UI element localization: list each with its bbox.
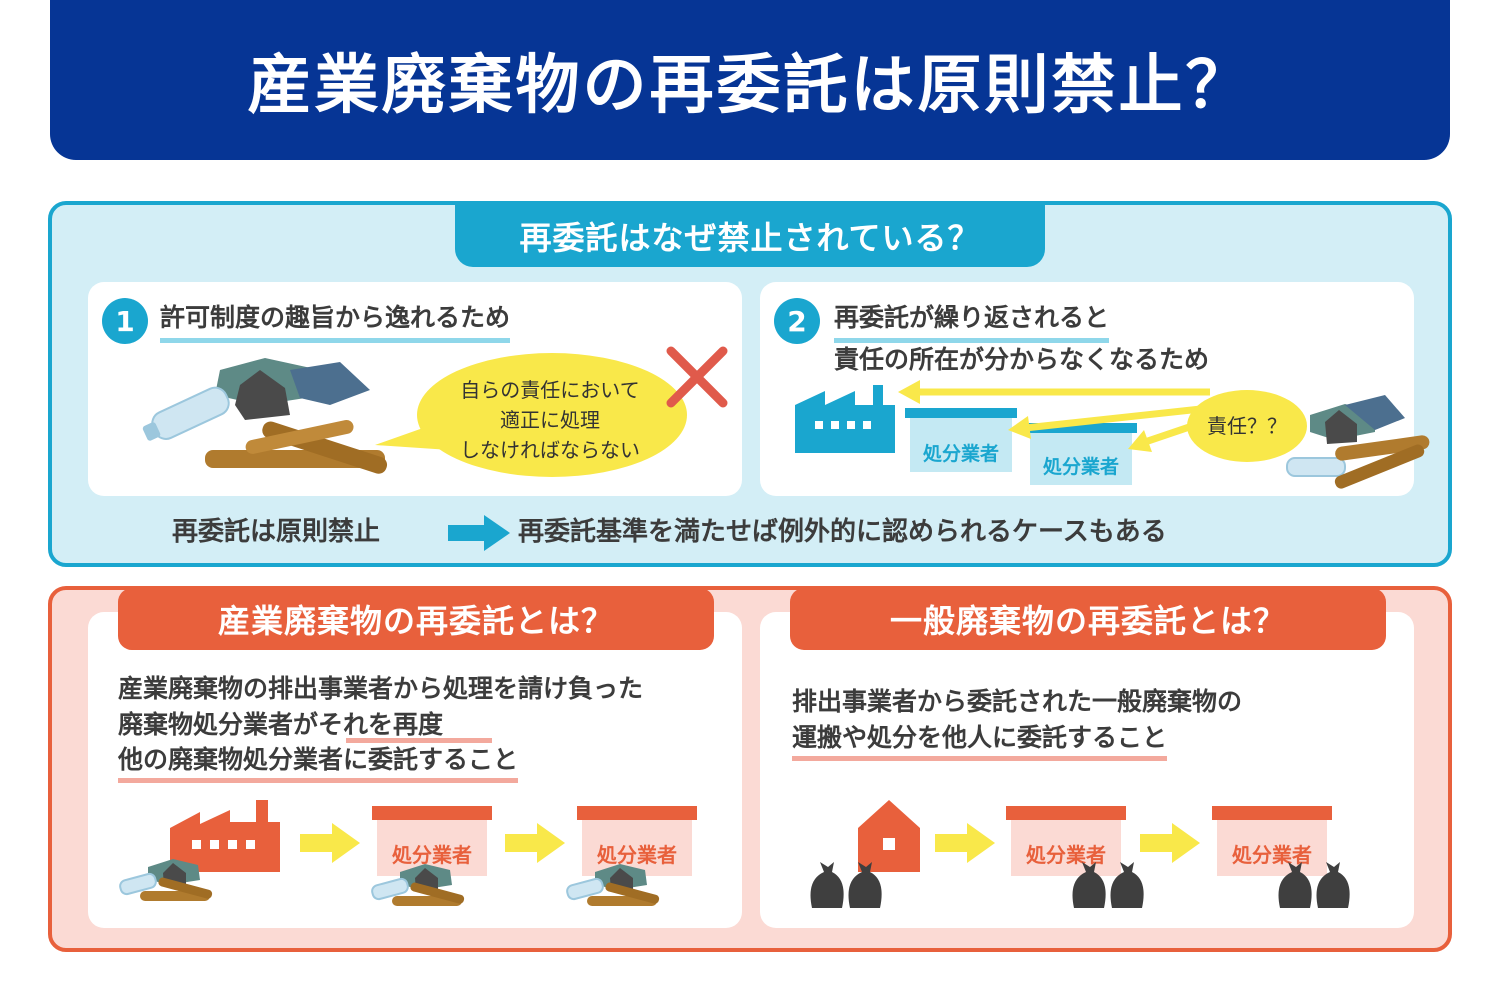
reason2-number: 2 <box>774 298 820 344</box>
title-banner: 産業廃棄物の再委託は原則禁止？ <box>50 0 1450 160</box>
industrial-line1: 産業廃棄物の排出事業者から処理を請け負った <box>118 674 644 703</box>
garbage-bag-icon <box>1278 862 1350 908</box>
factory-icon <box>795 385 895 453</box>
vendor-roof <box>372 806 492 820</box>
vendor-box: 処分業者 <box>582 820 692 876</box>
conclusion-left: 再委託は原則禁止 <box>172 517 381 547</box>
factory-icon <box>170 800 280 872</box>
arrow-right-icon <box>505 823 565 863</box>
vendor-box: 処分業者 <box>1217 820 1327 876</box>
industrial-line2: 廃棄物処分業者がそれを再度 <box>118 710 444 739</box>
waste-pile-icon <box>119 859 213 901</box>
speech-bubble <box>375 353 687 477</box>
vendor-roof <box>577 806 697 820</box>
general-line2: 運搬や処分を他人に委託すること <box>792 720 1168 761</box>
general-heading: 一般廃棄物の再委託とは？ <box>889 602 1286 640</box>
bubble-text: 自らの責任において 適正に処理 しなければならない <box>460 378 640 462</box>
industrial-heading-tab: 産業廃棄物の再委託とは？ <box>118 588 714 650</box>
waste-pile-icon <box>142 358 388 474</box>
vendor-roof <box>1006 806 1126 820</box>
cross-mark-icon <box>666 346 728 408</box>
garbage-bag-icon <box>810 862 882 908</box>
arrow-right-icon <box>898 380 1212 452</box>
waste-pile-icon <box>566 864 660 906</box>
vendor-box: 処分業者 <box>1030 433 1132 485</box>
why-heading-tab: 再委託はなぜ禁止されている？ <box>455 205 1045 267</box>
waste-pile-icon <box>371 864 465 906</box>
why-heading: 再委託はなぜ禁止されている？ <box>519 219 981 257</box>
vendor-roof <box>1025 423 1137 433</box>
reason2-line2: 責任の所在が分からなくなるため <box>834 345 1210 374</box>
conclusion-right: 再委託基準を満たせば例外的に認められるケースもある <box>518 517 1167 547</box>
underline-mark <box>346 738 492 743</box>
question-bubble <box>1187 390 1307 462</box>
industrial-heading: 産業廃棄物の再委託とは？ <box>217 602 614 640</box>
vendor-box: 処分業者 <box>377 820 487 876</box>
vendor-box: 処分業者 <box>910 418 1012 472</box>
reason2-line1: 再委託が繰り返されると <box>834 298 1110 343</box>
house-icon <box>858 800 920 872</box>
reason1-text: 許可制度の趣旨から逸れるため <box>160 298 511 343</box>
arrow-right-icon <box>1140 823 1200 863</box>
general-heading-tab: 一般廃棄物の再委託とは？ <box>790 588 1386 650</box>
page-title: 産業廃棄物の再委託は原則禁止？ <box>247 49 1253 123</box>
waste-pile-icon <box>1286 395 1430 489</box>
vendor-roof <box>905 408 1017 418</box>
vendor-box: 処分業者 <box>1011 820 1121 876</box>
vendor-roof <box>1212 806 1332 820</box>
arrow-right-icon <box>448 515 510 551</box>
garbage-bag-icon <box>1072 862 1144 908</box>
industrial-line3: 他の廃棄物処分業者に委託すること <box>118 742 519 783</box>
arrow-right-icon <box>935 823 995 863</box>
general-line1: 排出事業者から委託された一般廃棄物の <box>792 687 1243 716</box>
reason1-number: 1 <box>102 298 148 344</box>
arrow-right-icon <box>300 823 360 863</box>
bubble-question-text: 責任？？ <box>1207 414 1287 438</box>
